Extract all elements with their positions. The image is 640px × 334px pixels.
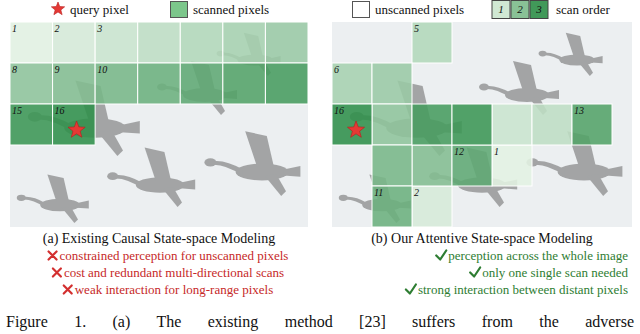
scan-cell [412, 22, 452, 63]
scan-cell [412, 104, 452, 145]
scan-order-number: 5 [414, 24, 419, 34]
geese [339, 33, 623, 223]
scan-cell [412, 186, 452, 227]
scan-cell [223, 63, 266, 104]
advantage-note: perception across the whole image [448, 249, 628, 262]
legend-text: scanned pixels [193, 3, 269, 16]
scan-order-number: 16 [55, 106, 65, 116]
drawback-note: constrained perception for unscanned pix… [60, 249, 289, 262]
scan-order-number: 15 [12, 106, 22, 116]
scan-order-number: 12 [454, 147, 464, 157]
scan-order-number: 10 [97, 65, 107, 75]
scan-cell [10, 22, 53, 63]
scan-cell [412, 145, 452, 186]
scan-order-number: 1 [12, 24, 17, 34]
scan-cell [10, 104, 53, 145]
scan-cell [372, 63, 412, 104]
panel-caption: (b) Our Attentive State-space Modeling [371, 232, 593, 246]
scan-order-square [492, 1, 510, 19]
scan-cell [180, 63, 223, 104]
scan-cell [572, 104, 612, 145]
scan-order-number: 11 [374, 188, 383, 198]
check-mark [470, 268, 480, 277]
scan-cell [138, 63, 181, 104]
query-star [347, 121, 364, 137]
scan-order-number: 3 [536, 4, 542, 15]
scan-order-square [530, 1, 548, 19]
legend-samples [492, 1, 548, 19]
scan-cell [95, 22, 138, 63]
scan-cell [53, 63, 96, 104]
cross-mark [49, 252, 57, 260]
scan-cell [372, 104, 412, 145]
scan-cell [372, 186, 412, 227]
scan-cell [138, 22, 181, 63]
check-mark [406, 285, 416, 294]
drawback-note: cost and redundant multi-directional sca… [64, 266, 284, 279]
legend-text: query pixel [70, 3, 129, 16]
scan-cell [452, 104, 492, 145]
cross-mark [64, 286, 72, 294]
legend-text: unscanned pixels [375, 3, 464, 16]
scan-order-number: 1 [498, 4, 504, 15]
scan-order-number: 13 [574, 106, 584, 116]
query-star [51, 2, 64, 15]
scan-cells [332, 22, 612, 227]
scan-cell [332, 63, 372, 104]
left-panel [10, 22, 308, 227]
cross-mark [53, 269, 61, 277]
scan-order-number: 2 [414, 188, 419, 198]
check-mark [436, 251, 446, 260]
scan-order-number: 6 [334, 65, 339, 75]
photo-ground [332, 22, 632, 227]
query-star [68, 121, 85, 137]
right-panel [332, 22, 632, 227]
photo-ground [10, 22, 308, 227]
figure-caption: Figure 1. (a) The existing method [23] s… [6, 314, 634, 331]
scan-cell [223, 22, 266, 63]
legend-text: scan order [556, 3, 610, 16]
scan-cell [332, 104, 372, 145]
scan-order-number: 8 [12, 65, 17, 75]
scan-cell [265, 22, 308, 63]
scan-cell [452, 145, 492, 186]
query-stars [51, 2, 364, 137]
advantage-note: strong interaction between distant pixel… [418, 283, 628, 296]
scan-order-square [511, 1, 529, 19]
scan-cell [10, 63, 53, 104]
scan-order-number: 2 [55, 24, 60, 34]
scan-order-number: 2 [517, 4, 523, 15]
scan-cell [532, 104, 572, 145]
scan-cell [372, 145, 412, 186]
drawback-note: weak interaction for long-range pixels [75, 283, 274, 296]
scan-cell [492, 104, 532, 145]
scan-order-number: 1 [494, 147, 499, 157]
scan-cell [492, 145, 532, 186]
panel-caption: (a) Existing Causal State-space Modeling [43, 232, 276, 246]
legend-swatch [352, 1, 370, 18]
scan-order-number: 3 [97, 24, 102, 34]
scan-order-number: 9 [55, 65, 60, 75]
scan-order-number: 16 [334, 106, 344, 116]
scan-cell [53, 104, 96, 145]
scan-cell [180, 22, 223, 63]
scan-cell [95, 63, 138, 104]
scan-cell [265, 63, 308, 104]
advantage-note: only one single scan needed [482, 266, 628, 279]
legend-swatch [170, 1, 188, 18]
scan-cell [53, 22, 96, 63]
scan-cells [10, 22, 308, 145]
